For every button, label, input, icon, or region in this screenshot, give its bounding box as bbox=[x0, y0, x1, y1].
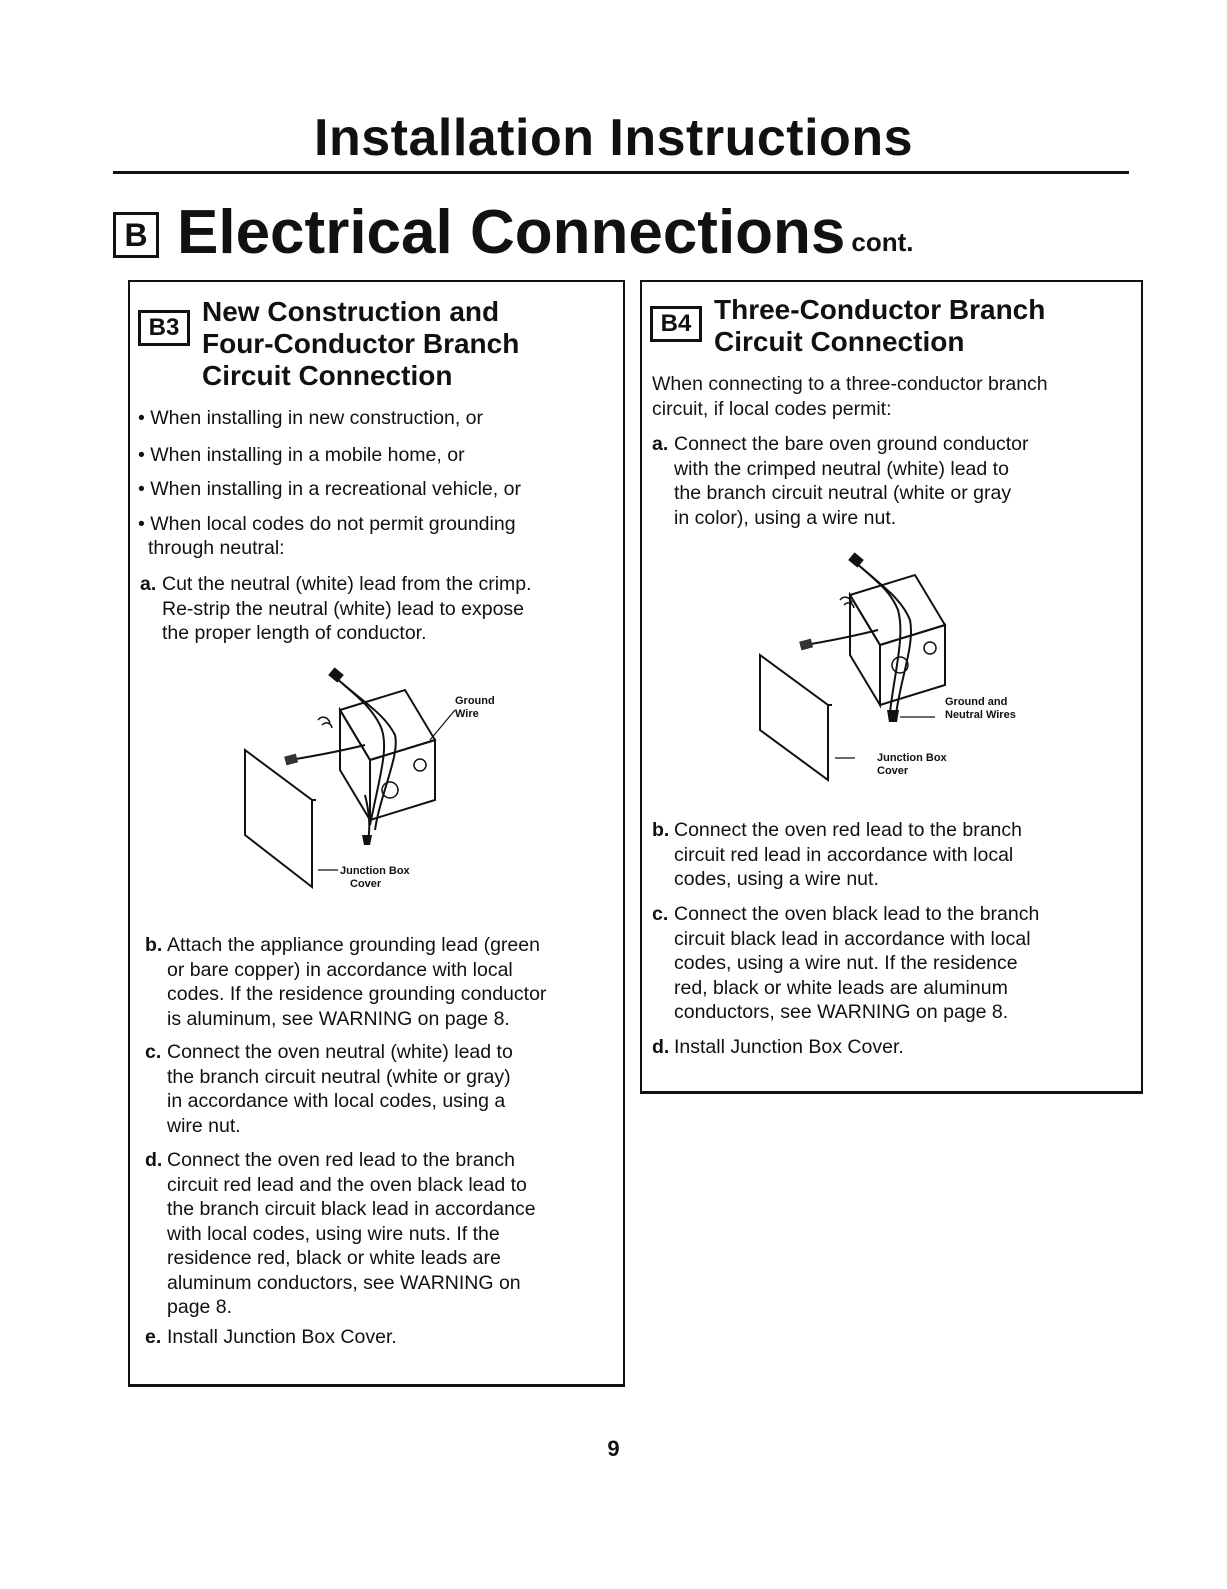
b4-title-line: Three-Conductor Branch bbox=[714, 294, 1046, 325]
step-mark: d. bbox=[145, 1149, 163, 1171]
b3-bullet: • When installing in a recreational vehi… bbox=[138, 478, 521, 500]
step-line: red, black or white leads are aluminum bbox=[674, 976, 1008, 999]
step-line: Cut the neutral (white) lead from the cr… bbox=[162, 573, 532, 595]
intro-line: When connecting to a three-conductor bra… bbox=[652, 373, 1048, 395]
b4-title-line: Circuit Connection bbox=[714, 326, 965, 357]
step-line: circuit red lead in accordance with loca… bbox=[674, 843, 1014, 866]
title-rule bbox=[113, 171, 1129, 174]
junction-box-illustration bbox=[244, 667, 456, 890]
step-line: in accordance with local codes, using a bbox=[167, 1090, 506, 1112]
step-line: is aluminum, see WARNING on page 8. bbox=[167, 1007, 510, 1030]
b4-step-b: b. Connect the oven red lead to the bran… bbox=[652, 818, 1022, 892]
ground-wire-label: Ground Wire bbox=[455, 695, 495, 720]
step-line: Connect the bare oven ground conductor bbox=[674, 433, 1029, 455]
step-line: conductors, see WARNING on page 8. bbox=[674, 1001, 1009, 1023]
b4-code-badge: B4 bbox=[650, 306, 702, 342]
section-heading: B Electrical Connections cont. bbox=[113, 196, 914, 266]
section-letter-badge: B bbox=[113, 212, 159, 258]
step-line: wire nut. bbox=[167, 1114, 241, 1137]
step-line: Connect the oven neutral (white) lead to bbox=[167, 1041, 513, 1063]
step-line: circuit red lead and the oven black lead… bbox=[167, 1173, 527, 1196]
step-line: codes, using a wire nut. bbox=[674, 868, 879, 890]
b3-bullet: • When installing in new construction, o… bbox=[138, 407, 483, 429]
step-line: Attach the appliance grounding lead (gre… bbox=[167, 934, 540, 956]
step-line: aluminum conductors, see WARNING on bbox=[167, 1271, 521, 1294]
step-line: the proper length of conductor. bbox=[162, 622, 427, 644]
ground-neutral-wires-label: Ground and Neutral Wires bbox=[945, 696, 1016, 721]
page-title: Installation Instructions bbox=[314, 109, 913, 167]
b3-bullet: • When installing in a mobile home, or bbox=[138, 444, 465, 466]
b4-junction-box-figure: Ground and Neutral Wires Junction Box Co… bbox=[750, 550, 1070, 790]
b3-title-line: Four-Conductor Branch bbox=[202, 328, 520, 359]
panel-b4 bbox=[640, 280, 1143, 1094]
b3-heading: B3 New Construction and Four-Conductor B… bbox=[138, 296, 519, 392]
step-mark: c. bbox=[145, 1041, 162, 1063]
step-mark: d. bbox=[652, 1036, 670, 1058]
step-line: Install Junction Box Cover. bbox=[674, 1036, 904, 1058]
b3-bullet: • When local codes do not permit groundi… bbox=[138, 513, 516, 535]
step-line: Re-strip the neutral (white) lead to exp… bbox=[162, 597, 525, 620]
b3-junction-box-figure: Ground Wire Junction Box Cover bbox=[230, 665, 530, 905]
b4-title: Three-Conductor Branch Circuit Connectio… bbox=[714, 294, 1045, 358]
step-mark: e. bbox=[145, 1326, 162, 1348]
step-line: page 8. bbox=[167, 1296, 233, 1318]
step-line: or bare copper) in accordance with local bbox=[167, 958, 513, 981]
step-line: with the crimped neutral (white) lead to bbox=[674, 457, 1009, 480]
b4-step-d: d. Install Junction Box Cover. bbox=[652, 1035, 904, 1060]
step-line: the branch circuit neutral (white or gra… bbox=[674, 482, 1012, 504]
b3-title: New Construction and Four-Conductor Bran… bbox=[202, 296, 519, 392]
b3-step-c: c. Connect the oven neutral (white) lead… bbox=[145, 1040, 513, 1138]
b3-title-line: New Construction and bbox=[202, 296, 500, 327]
step-line: codes, using a wire nut. If the residenc… bbox=[674, 952, 1018, 974]
junction-box-cover-label: Junction Box Cover bbox=[877, 752, 947, 777]
step-line: circuit black lead in accordance with lo… bbox=[674, 927, 1031, 950]
b3-bullet-cont: through neutral: bbox=[148, 537, 285, 559]
step-mark: c. bbox=[652, 903, 669, 925]
b4-heading: B4 Three-Conductor Branch Circuit Connec… bbox=[650, 294, 1045, 358]
junction-box-illustration bbox=[759, 552, 947, 782]
step-line: Install Junction Box Cover. bbox=[167, 1326, 397, 1348]
page-number: 9 bbox=[607, 1436, 620, 1461]
step-line: in color), using a wire nut. bbox=[674, 506, 897, 529]
panel-b3 bbox=[128, 280, 625, 1387]
b3-title-line: Circuit Connection bbox=[202, 360, 453, 391]
step-line: residence red, black or white leads are bbox=[167, 1247, 501, 1269]
step-line: Connect the oven black lead to the branc… bbox=[674, 903, 1040, 925]
b4-step-c: c. Connect the oven black lead to the br… bbox=[652, 902, 1039, 1025]
step-mark: b. bbox=[652, 819, 670, 841]
intro-line: circuit, if local codes permit: bbox=[652, 397, 892, 420]
step-line: with local codes, using wire nuts. If th… bbox=[167, 1222, 500, 1245]
section-title: Electrical Connections bbox=[177, 198, 846, 267]
b3-step-e: e. Install Junction Box Cover. bbox=[145, 1325, 397, 1350]
step-line: the branch circuit black lead in accorda… bbox=[167, 1198, 536, 1220]
step-mark: a. bbox=[652, 433, 669, 455]
step-mark: a. bbox=[140, 573, 157, 595]
b3-code-badge: B3 bbox=[138, 310, 190, 346]
b4-intro: When connecting to a three-conductor bra… bbox=[652, 372, 1048, 421]
step-line: codes. If the residence grounding conduc… bbox=[167, 983, 547, 1005]
step-line: Connect the oven red lead to the branch bbox=[167, 1149, 515, 1171]
b3-step-b: b. Attach the appliance grounding lead (… bbox=[145, 933, 546, 1031]
b3-step-d: d. Connect the oven red lead to the bran… bbox=[145, 1148, 536, 1320]
b3-step-a: a. Cut the neutral (white) lead from the… bbox=[140, 572, 532, 646]
step-line: the branch circuit neutral (white or gra… bbox=[167, 1065, 511, 1088]
junction-box-cover-label: Junction Box Cover bbox=[340, 865, 410, 890]
section-suffix: cont. bbox=[851, 227, 914, 257]
step-line: Connect the oven red lead to the branch bbox=[674, 819, 1022, 841]
step-mark: b. bbox=[145, 934, 163, 956]
b4-step-a: a. Connect the bare oven ground conducto… bbox=[652, 432, 1029, 530]
